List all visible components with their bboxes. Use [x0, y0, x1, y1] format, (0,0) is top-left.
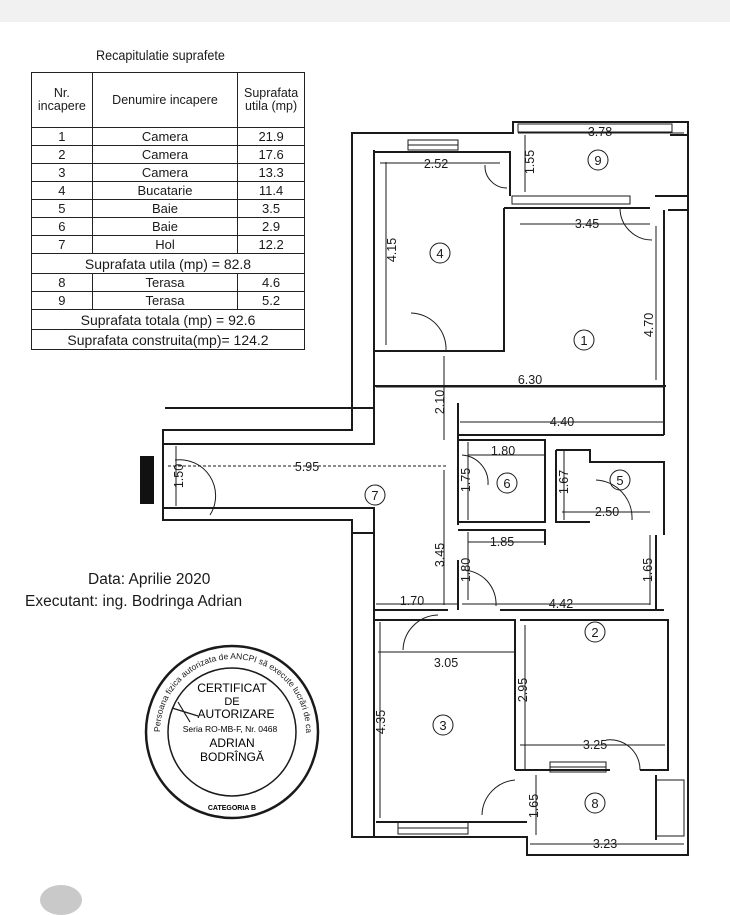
dim-label: 4.40 [550, 415, 574, 429]
stamp-outer-ring [144, 644, 320, 820]
corner-avatar [40, 885, 82, 915]
dim-label: 1.85 [490, 535, 514, 549]
cell-name: Baie [91, 199, 239, 218]
stamp-name2: BODRÎNGĂ [200, 749, 264, 764]
interior-walls [374, 134, 689, 840]
dim-label: 3.05 [434, 656, 458, 670]
dim-label: 5.95 [295, 460, 319, 474]
header-nr: Nr. incapere [31, 72, 93, 128]
dimension-labels: 3.78 1.55 2.52 3.45 4.15 4.70 6.30 2.10 … [172, 125, 656, 851]
cell-name: Terasa [91, 273, 239, 292]
dim-label: 4.35 [374, 710, 388, 734]
stamp-inner-ring [167, 667, 297, 797]
room-4-label: 4 [436, 246, 443, 261]
dim-label: 1.67 [557, 470, 571, 494]
area-summary-table: Nr. incapere Denumire incapere Suprafata… [31, 72, 305, 350]
dim-label: 3.78 [588, 125, 612, 139]
dim-label: 1.80 [491, 444, 515, 458]
room-8-label: 8 [591, 796, 598, 811]
dim-label: 3.45 [433, 543, 447, 567]
header-name: Denumire incapere [91, 72, 239, 128]
dim-label: 1.55 [523, 150, 537, 174]
header-area: Suprafata utila (mp) [237, 72, 305, 128]
room-labels: 1 2 3 4 5 6 7 8 9 [364, 149, 631, 814]
total-row: Suprafata totala (mp) = 92.6 [31, 309, 305, 330]
doors [174, 164, 653, 816]
dim-label: 3.45 [575, 217, 599, 231]
room-6-label: 6 [503, 476, 510, 491]
room-2-label: 2 [591, 625, 598, 640]
dim-label: 2.50 [595, 505, 619, 519]
room-7-label: 7 [371, 488, 378, 503]
dim-label: 3.25 [583, 738, 607, 752]
dim-label: 1.75 [459, 468, 473, 492]
dim-label: 4.42 [549, 597, 573, 611]
dim-label: 1.80 [459, 558, 473, 582]
dim-label: 4.15 [385, 238, 399, 262]
dim-label: 3.23 [593, 837, 617, 851]
stamp-line2: DE [224, 696, 239, 708]
dim-label: 1.65 [527, 794, 541, 818]
dim-label: 1.70 [400, 594, 424, 608]
room-5-label: 5 [616, 473, 623, 488]
stamp-line1: CERTIFICAT [197, 681, 267, 695]
authorization-stamp: Persoana fizica autorizata de ANCPI să e… [138, 642, 320, 820]
useful-total: Suprafata utila (mp) = 82.8 [31, 253, 305, 274]
windows [140, 123, 685, 837]
signature-mark [171, 701, 199, 723]
room-9-label: 9 [594, 153, 601, 168]
cell-name: Camera [91, 145, 239, 164]
top-bar [0, 0, 730, 22]
dimension-lines [168, 132, 684, 845]
table-header-row: Nr. incapere Denumire incapere Suprafata… [31, 72, 305, 128]
entrance-marker [140, 456, 154, 504]
table-title: Recapitulatie suprafete [96, 47, 225, 63]
dim-label: 2.52 [424, 157, 448, 171]
stamp-category: CATEGORIA B [208, 805, 256, 812]
stamp-name1: ADRIAN [209, 736, 254, 750]
cell-area: 17.6 [237, 145, 305, 164]
room-1-label: 1 [580, 333, 587, 348]
dim-label: 6.30 [518, 373, 542, 387]
dim-label: 1.65 [641, 558, 655, 582]
stamp-line3: AUTORIZARE [197, 707, 274, 721]
dim-label: 2.95 [516, 678, 530, 702]
info-block: Data: Aprilie 2020 Executant: ing. Bodri… [25, 569, 242, 613]
cell-name: Hol [91, 235, 239, 254]
room-3-label: 3 [439, 718, 446, 733]
built-area: Suprafata construita(mp)= 124.2 [31, 329, 305, 350]
total-area: Suprafata totala (mp) = 92.6 [31, 309, 305, 330]
dim-label: 2.10 [433, 390, 447, 414]
built-row: Suprafata construita(mp)= 124.2 [31, 329, 305, 350]
cell-area: 5.2 [237, 291, 305, 310]
exterior-walls [162, 121, 689, 856]
stamp-series: Seria RO-MB-F, Nr. 0468 [183, 724, 278, 734]
dim-label: 4.70 [642, 313, 656, 337]
dim-label: 1.50 [172, 464, 186, 488]
date-text: Data: Aprilie 2020 [88, 571, 211, 588]
executant-text: Executant: ing. Bodringa Adrian [25, 593, 243, 610]
useful-total-row: Suprafata utila (mp) = 82.8 [31, 253, 305, 274]
cell-area: 2.9 [237, 217, 305, 236]
